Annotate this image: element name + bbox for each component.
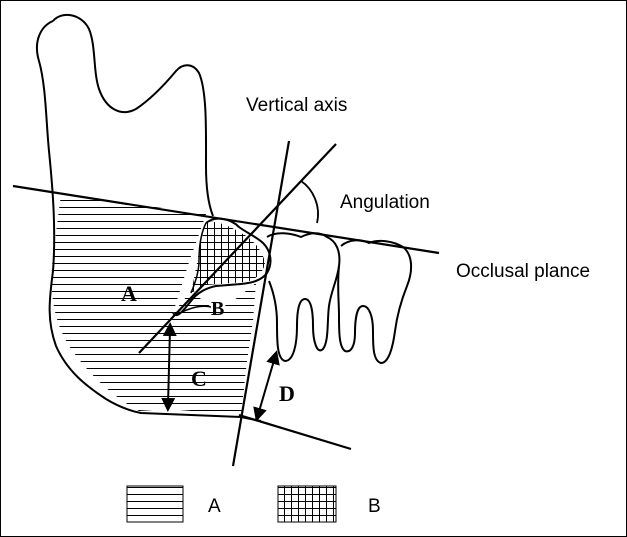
mandible-border-line	[238, 413, 352, 451]
vertical-axis-line	[231, 140, 291, 467]
distance-d-label: D	[279, 381, 295, 406]
occlusal-plane-label: Occlusal plance	[456, 261, 590, 282]
distance-d-arrow	[253, 350, 280, 422]
legend: A B	[126, 485, 381, 523]
mandible-outline	[35, 20, 262, 422]
tooth-axis-line	[138, 143, 337, 354]
first-molar-outline	[337, 239, 413, 365]
occlusal-plane-line	[12, 184, 440, 255]
vertical-axis-label: Vertical axis	[246, 95, 347, 116]
condyle-outline	[52, 13, 214, 217]
angulation-label: Angulation	[340, 192, 430, 213]
region-b-pointer	[175, 305, 212, 316]
region-a-hatching-lower	[167, 283, 256, 415]
legend-label-b: B	[368, 496, 381, 517]
legend-label-a: A	[208, 496, 221, 517]
legend-swatch-a	[126, 485, 184, 523]
third-molar-root	[190, 222, 207, 294]
second-molar-outline	[266, 232, 341, 363]
region-b-label: B	[211, 298, 224, 320]
region-a-label: A	[121, 281, 137, 306]
distance-c-arrow	[161, 322, 177, 412]
distance-c-label: C	[191, 366, 207, 391]
angulation-arc	[300, 180, 319, 224]
legend-swatch-b	[277, 485, 337, 523]
